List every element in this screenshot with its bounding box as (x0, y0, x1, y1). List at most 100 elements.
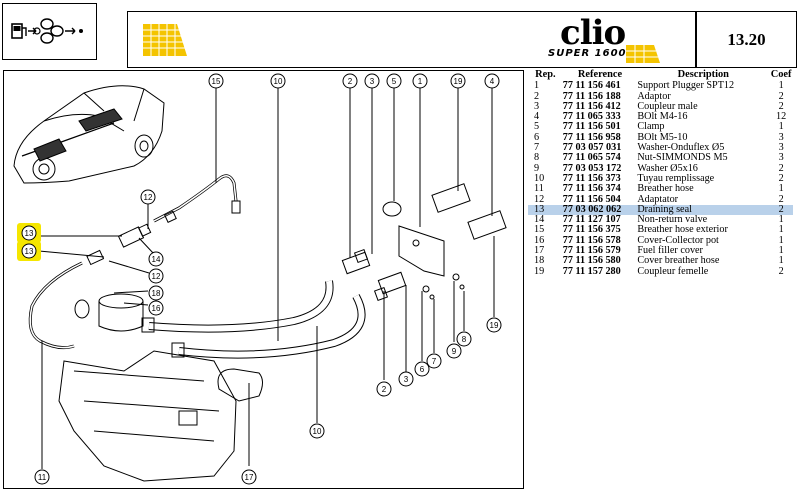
cell-desc: Clamp (637, 121, 665, 133)
callout-bubble (456, 331, 472, 347)
callout-number: 7 (432, 357, 437, 366)
cell-coef: 2 (778, 193, 784, 205)
cell-coef: 3 (778, 131, 784, 143)
fuel-system-icon (11, 18, 83, 44)
cell-desc: Tuyau remplissage (637, 172, 715, 184)
callout-bubble (241, 469, 257, 485)
cell-desc: Cover breather hose (637, 255, 720, 267)
callout-number: 15 (212, 77, 221, 86)
cell-rep: 16 (534, 234, 545, 246)
cell-desc: Washer-Onduflex Ø5 (637, 142, 725, 154)
cell-rep: 17 (534, 245, 545, 257)
callout-number: 3 (370, 77, 375, 86)
cell-rep: 15 (534, 224, 545, 236)
cell-coef: 1 (778, 255, 784, 267)
cell-ref: 77 11 156 501 (562, 121, 621, 133)
cell-rep: 3 (534, 100, 540, 112)
cell-ref: 77 03 062 062 (562, 204, 638, 216)
cell-desc: Adaptator (637, 193, 679, 205)
cell-desc: Breather hose exterior (637, 224, 728, 236)
cell-desc: Fuel filler cover (637, 245, 703, 257)
cell-coef: 12 (776, 111, 787, 123)
cell-coef: 1 (778, 121, 784, 133)
cell-ref: 77 11 156 412 (562, 100, 621, 112)
callout-bubble (148, 251, 164, 267)
cell-ref: 77 11 157 280 (562, 265, 621, 277)
cell-desc: Nut-SIMMONDS M5 (637, 152, 728, 164)
cell-ref: 77 11 156 188 (562, 90, 621, 102)
cell-ref: 77 11 156 374 (562, 183, 621, 195)
stripes-logo-icon (143, 24, 187, 56)
cell-desc: Washer Ø5x16 (637, 162, 698, 174)
callout-bubble (426, 353, 442, 369)
cell-ref: 77 11 156 504 (562, 193, 621, 205)
cell-rep: 4 (534, 111, 540, 123)
table-row: 5 77 11 156 501 Clamp 1 (528, 121, 793, 133)
col-coef: Coef (770, 69, 792, 80)
table-row: 1 77 11 156 461 Support Plugger SPT12 1 (528, 80, 793, 92)
callout-number: 19 (454, 77, 463, 86)
cell-coef: 2 (778, 172, 784, 184)
callout-bubble (309, 423, 325, 439)
cell-rep: 11 (534, 183, 544, 195)
cell-ref: 77 11 156 461 (562, 80, 621, 92)
cell-rep: 6 (534, 131, 540, 143)
cell-desc: BOlt M5-10 (637, 131, 688, 143)
callout-number: 12 (152, 272, 161, 281)
callout-bubble (148, 285, 164, 301)
model-variant: SUPER 1600 (548, 48, 627, 59)
cell-desc: Support Plugger SPT12 (637, 80, 735, 92)
callout-number: 3 (404, 375, 409, 384)
cell-rep: 5 (534, 121, 540, 133)
callout-bubble (446, 343, 462, 359)
cell-desc: BOlt M4-16 (637, 111, 688, 123)
callout-bubble (208, 73, 224, 89)
page-number: 13.20 (727, 29, 766, 49)
cell-rep: 19 (534, 265, 545, 277)
col-description: Description (677, 69, 729, 80)
callout-number: 13 (25, 247, 34, 256)
cell-ref: 77 11 156 373 (562, 172, 621, 184)
table-row: 10 77 11 156 373 Tuyau remplissage 2 (528, 172, 793, 184)
cell-coef: 1 (778, 224, 784, 236)
callout-number: 12 (144, 193, 153, 202)
callout-bubble (140, 189, 156, 205)
callout-number: 5 (392, 77, 397, 86)
callout-bubble (21, 243, 37, 259)
cell-desc: Coupleur femelle (637, 265, 709, 277)
section-icon-box (2, 3, 97, 60)
cell-coef: 1 (778, 80, 784, 92)
car-sketch-icon (13, 85, 165, 184)
callout-number: 17 (245, 473, 254, 482)
callout-number: 11 (38, 473, 47, 482)
callout-bubble (364, 73, 380, 89)
cell-rep: 14 (534, 214, 545, 226)
callout-bubble (398, 371, 414, 387)
cell-rep: 9 (534, 162, 540, 174)
cell-rep: 18 (534, 255, 545, 267)
cell-rep: 10 (534, 172, 545, 184)
cell-ref: 77 11 156 580 (562, 255, 621, 267)
callout-bubble (450, 73, 466, 89)
cell-ref: 77 03 053 172 (562, 162, 622, 174)
cell-rep: 1 (534, 80, 540, 92)
page-number-box: 13.20 (696, 11, 797, 68)
cell-ref: 77 03 057 031 (562, 142, 622, 154)
callout-bubble (34, 469, 50, 485)
cell-ref: 77 11 156 579 (562, 245, 621, 257)
cell-coef: 2 (778, 100, 784, 112)
cell-desc: Coupleur male (637, 100, 698, 112)
cell-rep: 13 (528, 204, 563, 216)
callout-bubble (376, 381, 392, 397)
variant-stripes-icon (626, 45, 660, 63)
callout-bubble (486, 317, 502, 333)
